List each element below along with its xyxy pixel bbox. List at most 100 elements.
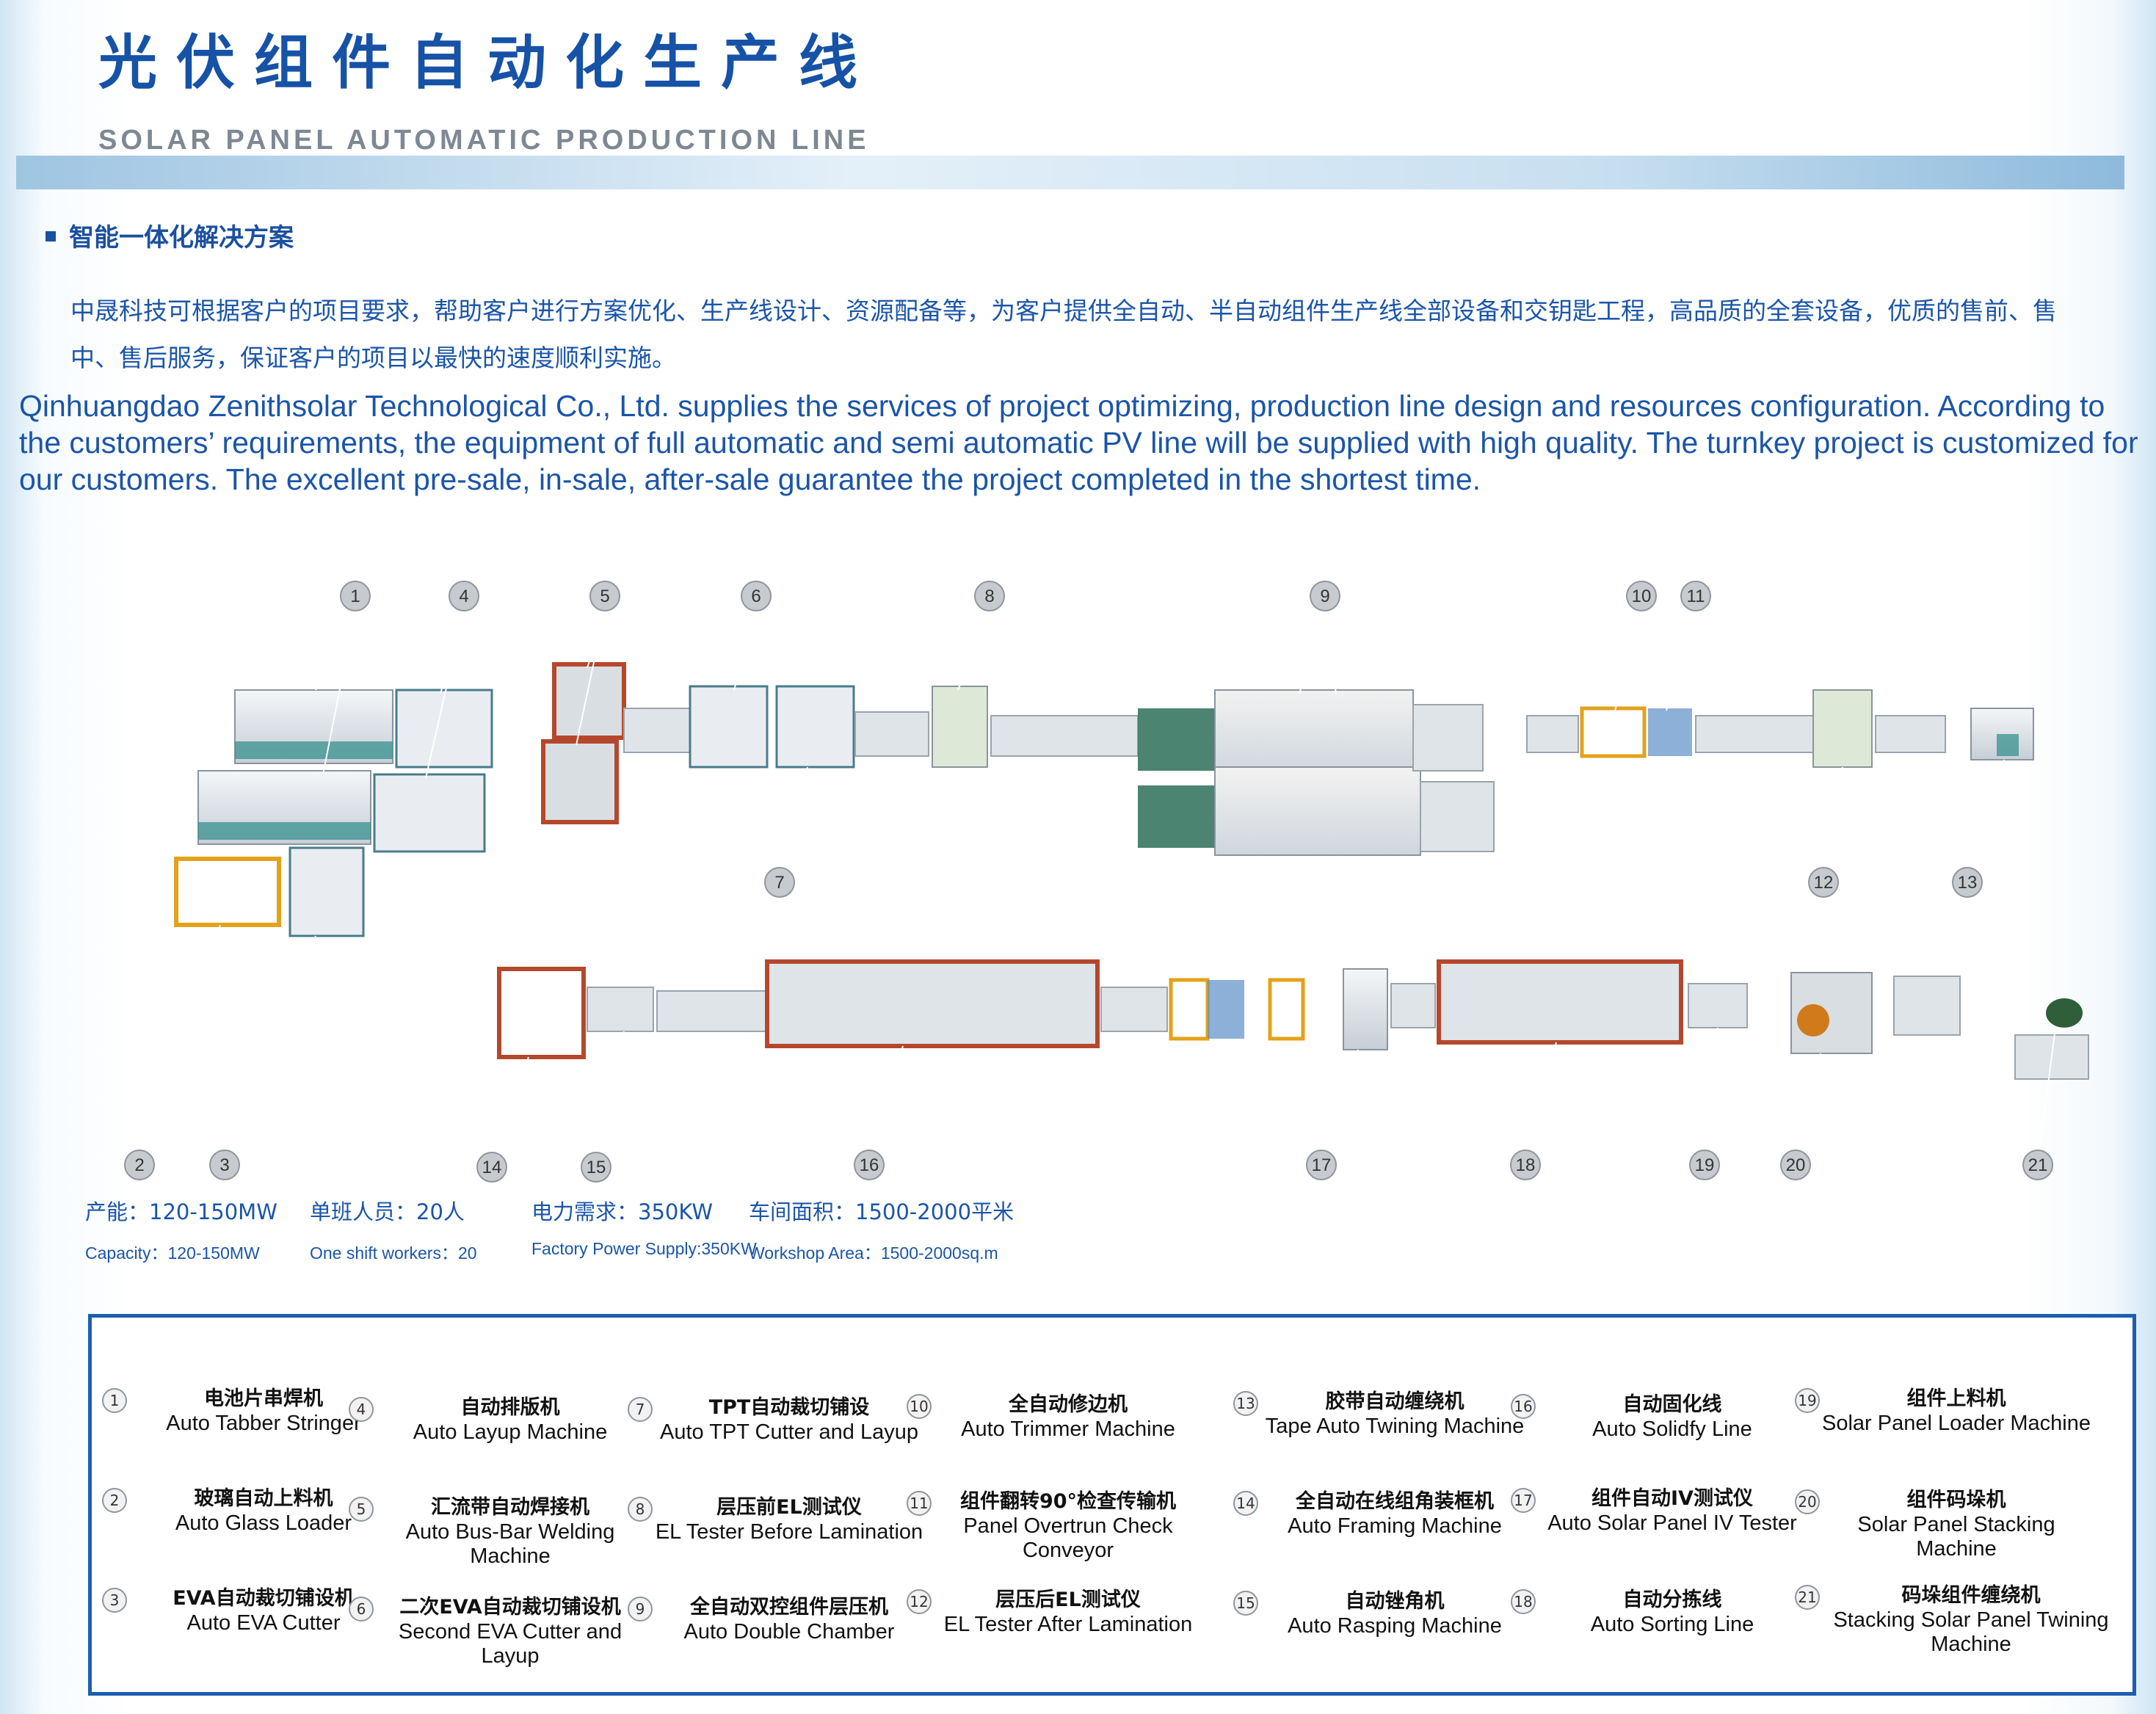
laminator-loading-b (1138, 785, 1215, 848)
callout-leader-lines (139, 610, 2056, 1164)
conveyor-upper-1 (623, 708, 691, 753)
iv-tester (1343, 968, 1388, 1050)
busbar-welder-a (552, 662, 626, 740)
svg-text:14: 14 (482, 1158, 502, 1177)
svg-text:11: 11 (1687, 587, 1705, 606)
upper-production-line (174, 662, 2034, 937)
callout-11: 11 (1680, 581, 1711, 611)
callout-14: 14 (476, 1152, 507, 1183)
tpt-cutter (775, 685, 855, 769)
svg-text:15: 15 (587, 1158, 606, 1177)
laminator-chamber-b (1214, 766, 1421, 856)
callout-1: 1 (340, 581, 371, 611)
twining-conveyor (1893, 976, 1961, 1036)
callout-2: 2 (124, 1150, 155, 1180)
callout-12: 12 (1808, 867, 1839, 898)
svg-text:12: 12 (1814, 873, 1834, 893)
iv-buffer-c (1268, 978, 1305, 1041)
panel-loader (1688, 983, 1748, 1028)
callout-6: 6 (741, 581, 772, 611)
el-tester-before (932, 686, 988, 768)
layup-machine-a (395, 689, 493, 769)
callouts: 1 4 5 6 8 9 10 11 7 12 13 2 3 14 15 16 1… (124, 581, 2053, 1183)
conveyor-upper-3 (990, 715, 1139, 757)
rasping-machine (587, 987, 654, 1032)
callout-19: 19 (1689, 1150, 1720, 1180)
solidify-line (765, 959, 1100, 1048)
spec-workers: 单班人员：20人 One shift workers：20 (310, 1199, 477, 1263)
tabber-panel-a (235, 741, 393, 759)
callout-16: 16 (854, 1150, 885, 1180)
svg-text:21: 21 (2028, 1155, 2048, 1175)
svg-text:10: 10 (1632, 587, 1652, 606)
page-title-cn: 光伏组件自动化生产线 (98, 29, 876, 97)
svg-text:17: 17 (1312, 1155, 1332, 1175)
svg-text:18: 18 (1516, 1155, 1536, 1175)
svg-text:8: 8 (984, 587, 994, 606)
svg-text:6: 6 (751, 587, 761, 606)
svg-text:5: 5 (600, 587, 609, 606)
svg-text:9: 9 (1320, 587, 1329, 606)
framing-machine (497, 967, 586, 1059)
glass-loader (174, 857, 281, 927)
callout-9: 9 (1310, 581, 1340, 611)
intro-paragraph-cn: 中晟科技可根据客户的项目要求，帮助客户进行方案优化、生产线设计、资源配备等，为客… (70, 297, 2057, 372)
svg-text:7: 7 (774, 873, 784, 893)
svg-text:13: 13 (1958, 873, 1978, 893)
svg-text:1: 1 (350, 587, 360, 606)
spec-area: 车间面积：1500-2000平米 Workshop Area：1500-2000… (749, 1199, 1015, 1263)
callout-18: 18 (1510, 1150, 1541, 1180)
laminator-chamber-a (1214, 689, 1414, 775)
callout-7: 7 (764, 867, 795, 898)
eva-cutter (288, 846, 365, 937)
svg-text:3: 3 (219, 1155, 229, 1175)
spec-capacity: 产能：120-150MW Capacity：120-150MW (85, 1199, 277, 1263)
conveyor-upper-2 (854, 711, 929, 757)
stack-twining-machine (2046, 998, 2083, 1028)
svg-text:2: 2 (134, 1155, 144, 1175)
lower-production-line (497, 959, 2089, 1080)
laminator-loading-a (1138, 708, 1215, 771)
conveyor-lower-1 (656, 990, 768, 1032)
iv-buffer-b (1208, 980, 1244, 1039)
eva-cutter-second (689, 685, 769, 769)
svg-text:16: 16 (860, 1155, 879, 1175)
svg-text:4: 4 (459, 587, 468, 606)
conveyor-upper-5 (1695, 715, 1814, 753)
trimmer-machine (1580, 706, 1647, 758)
callout-3: 3 (209, 1150, 240, 1180)
spec-power: 电力需求：350KW Factory Power Supply:350KW (531, 1199, 757, 1258)
stacking-robot-icon (1797, 1004, 1829, 1036)
callout-4: 4 (449, 581, 479, 611)
laminator-unloading-b (1420, 781, 1495, 852)
callout-5: 5 (589, 581, 620, 611)
callout-10: 10 (1626, 581, 1657, 611)
callout-21: 21 (2022, 1150, 2053, 1180)
svg-text:20: 20 (1786, 1155, 1806, 1175)
conveyor-lower-3 (1390, 983, 1436, 1028)
twining-panel (1997, 734, 2019, 756)
page-title-en: SOLAR PANEL AUTOMATIC PRODUCTION LINE (98, 125, 870, 156)
conveyor-upper-6 (1875, 715, 1946, 753)
sorting-line (1437, 959, 1683, 1045)
tabber-panel-b (198, 822, 371, 840)
callout-8: 8 (974, 581, 1005, 611)
callout-13: 13 (1952, 867, 1983, 898)
callout-17: 17 (1306, 1150, 1337, 1180)
iv-buffer-a (1169, 978, 1210, 1041)
title-divider-bar (16, 156, 2124, 189)
square-bullet-icon (46, 231, 56, 242)
conveyor-upper-4 (1526, 715, 1579, 753)
el-tester-after (1812, 689, 1873, 768)
svg-text:19: 19 (1695, 1155, 1715, 1175)
callout-20: 20 (1780, 1150, 1811, 1180)
section-heading: 智能一体化解决方案 (46, 217, 294, 253)
layup-machine-b (373, 773, 486, 853)
intro-paragraph-en: Qinhuangdao Zenithsolar Technological Co… (19, 389, 2138, 496)
production-line-diagram: 1 4 5 6 8 9 10 11 7 12 13 2 3 14 15 16 1… (124, 581, 2089, 1183)
laminator-unloading-a (1412, 704, 1484, 771)
conveyor-lower-2 (1100, 987, 1168, 1032)
overturn-conveyor (1648, 708, 1692, 756)
callout-15: 15 (581, 1152, 611, 1183)
